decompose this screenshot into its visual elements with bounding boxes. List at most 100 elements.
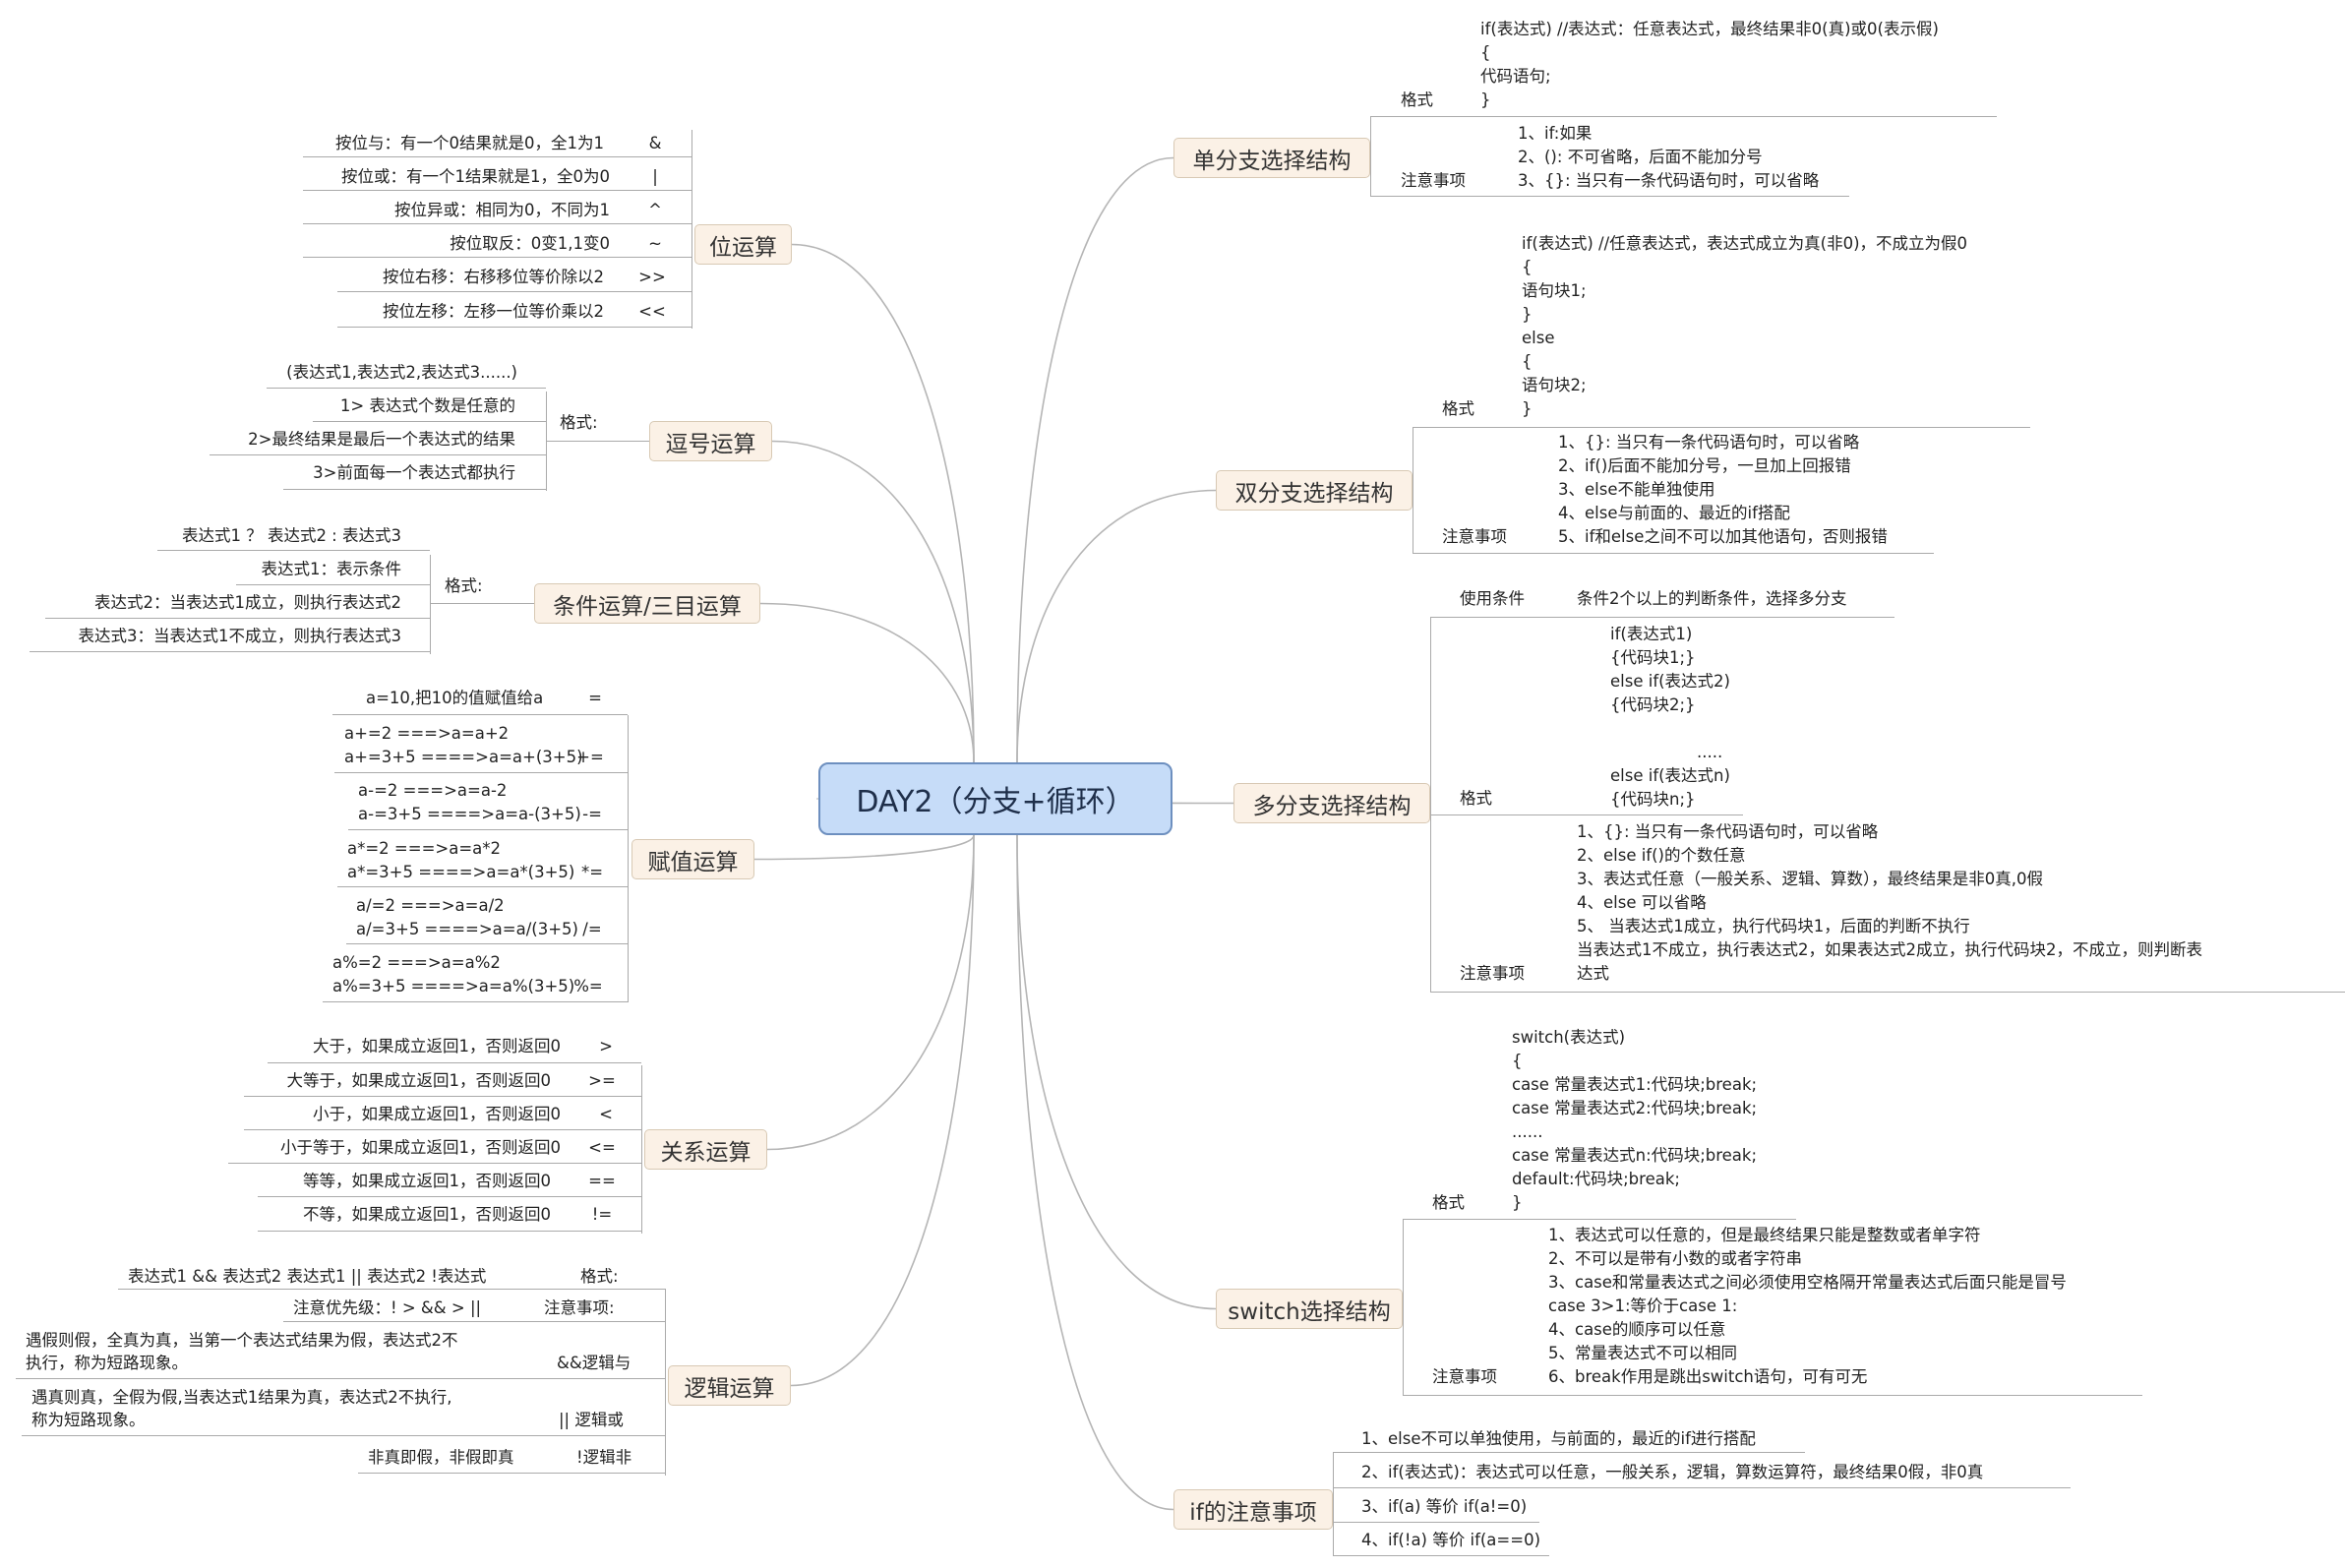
relational-operator: > <box>599 1037 613 1055</box>
branch-connector <box>1016 834 1217 1310</box>
switch-format-line: ...... <box>1512 1122 1543 1141</box>
bitwise-operator: & <box>648 134 662 152</box>
switch-note: 5、常量表达式不可以相同 <box>1548 1344 1737 1362</box>
multi-if-note: 当表达式1不成立，执行表达式2，如果表达式2成立，执行代码块2，不成立，则判断表 <box>1577 940 2202 959</box>
branch-ternary[interactable]: 条件运算/三目运算 <box>534 583 760 624</box>
assign-operator: = <box>588 689 602 707</box>
comma-item: 3>前面每一个表达式都执行 <box>313 463 515 482</box>
double-if-format-line: 语句块2; <box>1522 376 1587 394</box>
bitwise-operator: << <box>638 302 666 321</box>
branch-multi-if[interactable]: 多分支选择结构 <box>1233 783 1430 823</box>
multi-if-note: 达式 <box>1577 964 1609 983</box>
logical-line: 非真即假，非假即真 <box>368 1448 514 1467</box>
logical-line: 遇真则真，全假为假,当表达式1结果为真，表达式2不执行, <box>31 1388 452 1407</box>
assign-operator: += <box>576 748 604 766</box>
double-if-format-line: } <box>1522 399 1533 418</box>
if-note: 3、if(a) 等价 if(a!=0) <box>1361 1497 1528 1516</box>
bitwise-operator: >> <box>638 268 666 286</box>
branch-assign[interactable]: 赋值运算 <box>631 839 754 879</box>
branch-switch[interactable]: switch选择结构 <box>1216 1289 1403 1329</box>
single-if-note: 3、{}: 当只有一条代码语句时，可以省略 <box>1518 171 1820 190</box>
double-if-note: 4、else与前面的、最近的if搭配 <box>1558 504 1790 522</box>
single-if-format-line: { <box>1480 43 1491 62</box>
assign-line: a%=3+5 ====>a=a%(3+5) <box>332 977 575 995</box>
bitwise-desc: 按位或：有一个1结果就是1，全0为0 <box>341 167 610 186</box>
assign-line: a=10,把10的值赋值给a <box>366 689 544 707</box>
switch-format-label: 格式 <box>1432 1193 1465 1212</box>
branch-comma[interactable]: 逗号运算 <box>649 421 772 461</box>
multi-if-note: 3、表达式任意（一般关系、逻辑、算数），最终结果是非0真,0假 <box>1577 870 2043 888</box>
branch-single-if[interactable]: 单分支选择结构 <box>1173 138 1370 178</box>
multi-if-note: 4、else 可以省略 <box>1577 893 1707 912</box>
branch-connector <box>1016 834 1174 1511</box>
assign-line: a+=3+5 ====>a=a+(3+5) <box>344 748 583 766</box>
single-if-notes-label: 注意事项 <box>1401 171 1466 190</box>
comma-format-label: 格式: <box>560 413 598 432</box>
double-if-format-line: } <box>1522 305 1533 324</box>
single-if-format-line: if(表达式) //表达式：任意表达式，最终结果非0(真)或0(表示假) <box>1480 20 1939 38</box>
assign-line: a/=3+5 ====>a=a/(3+5) <box>356 920 578 938</box>
bitwise-operator: ^ <box>648 201 662 219</box>
bitwise-desc: 按位与：有一个0结果就是0，全1为1 <box>335 134 604 152</box>
if-note: 4、if(!a) 等价 if(a==0) <box>1361 1531 1541 1549</box>
double-if-note: 5、if和else之间不可以加其他语句，否则报错 <box>1558 527 1888 546</box>
multi-if-format-line: {代码块n;} <box>1610 790 1696 809</box>
relational-operator: >= <box>588 1071 616 1090</box>
assign-line: a*=3+5 ====>a=a*(3+5) <box>347 863 575 881</box>
multi-if-cond-text: 条件2个以上的判断条件，选择多分支 <box>1577 589 1847 608</box>
logical-label: || 逻辑或 <box>559 1411 624 1429</box>
single-if-note: 1、if:如果 <box>1518 124 1593 143</box>
branch-connector <box>1016 489 1217 763</box>
if-note: 2、if(表达式)：表达式可以任意，一般关系，逻辑，算数运算符，最终结果0假，非… <box>1361 1463 1984 1481</box>
branch-logical[interactable]: 逻辑运算 <box>668 1365 791 1406</box>
branch-connector <box>759 602 975 763</box>
branch-connector <box>790 834 975 1387</box>
branch-relational[interactable]: 关系运算 <box>644 1129 767 1170</box>
relational-desc: 等等，如果成立返回1，否则返回0 <box>303 1172 551 1190</box>
bitwise-desc: 按位右移：右移移位等价除以2 <box>383 268 604 286</box>
assign-line: a/=2 ===>a=a/2 <box>356 896 505 915</box>
assign-operator: -= <box>582 805 602 823</box>
branch-bitwise[interactable]: 位运算 <box>694 224 792 265</box>
branch-connector <box>771 440 975 763</box>
ternary-item: 表达式1：表示条件 <box>261 560 402 578</box>
branch-connector <box>753 834 975 861</box>
relational-desc: 小于等于，如果成立返回1，否则返回0 <box>280 1138 561 1157</box>
switch-note: case 3>1:等价于case 1: <box>1548 1297 1738 1315</box>
multi-if-format-line: {代码块2;} <box>1610 695 1696 714</box>
branch-if-notes[interactable]: if的注意事项 <box>1173 1489 1333 1530</box>
switch-note: 3、case和常量表达式之间必须使用空格隔开常量表达式后面只能是冒号 <box>1548 1273 2067 1292</box>
assign-line: a-=2 ===>a=a-2 <box>358 781 508 800</box>
multi-if-note: 2、else if()的个数任意 <box>1577 846 1746 865</box>
branch-double-if[interactable]: 双分支选择结构 <box>1216 470 1413 511</box>
relational-operator: < <box>599 1105 613 1123</box>
switch-note: 6、break作用是跳出switch语句，可有可无 <box>1548 1367 1868 1386</box>
assign-line: a-=3+5 ====>a=a-(3+5) <box>358 805 581 823</box>
switch-format-line: default:代码块;break; <box>1512 1170 1680 1188</box>
multi-if-format-line: {代码块1;} <box>1610 648 1696 667</box>
assign-line: a%=2 ===>a=a%2 <box>332 953 501 972</box>
bitwise-operator: | <box>652 167 658 186</box>
multi-if-note: 1、{}: 当只有一条代码语句时，可以省略 <box>1577 822 1879 841</box>
switch-format-line: case 常量表达式n:代码块;break; <box>1512 1146 1758 1165</box>
single-if-format-label: 格式 <box>1401 90 1433 109</box>
relational-operator: == <box>588 1172 616 1190</box>
assign-line: a+=2 ===>a=a+2 <box>344 724 510 743</box>
branch-connector <box>1016 156 1174 763</box>
assign-operator: *= <box>580 863 604 881</box>
comma-item: (表达式1,表达式2,表达式3......) <box>286 363 517 382</box>
bitwise-operator: ~ <box>648 234 662 253</box>
multi-if-cond-label: 使用条件 <box>1460 589 1525 608</box>
branch-connector <box>791 243 975 763</box>
ternary-item: 表达式1 ？ 表达式2 : 表达式3 <box>181 526 401 545</box>
relational-operator: <= <box>588 1138 616 1157</box>
assign-line: a*=2 ===>a=a*2 <box>347 839 502 858</box>
logical-label: 注意事项: <box>544 1298 615 1317</box>
bitwise-desc: 按位异或：相同为0，不同为1 <box>394 201 610 219</box>
double-if-format-line: { <box>1522 352 1533 371</box>
ternary-format-label: 格式: <box>445 576 483 595</box>
relational-desc: 小于，如果成立返回1，否则返回0 <box>313 1105 561 1123</box>
central-topic[interactable]: DAY2（分支+循环） <box>818 762 1172 835</box>
assign-operator: /= <box>582 920 602 938</box>
